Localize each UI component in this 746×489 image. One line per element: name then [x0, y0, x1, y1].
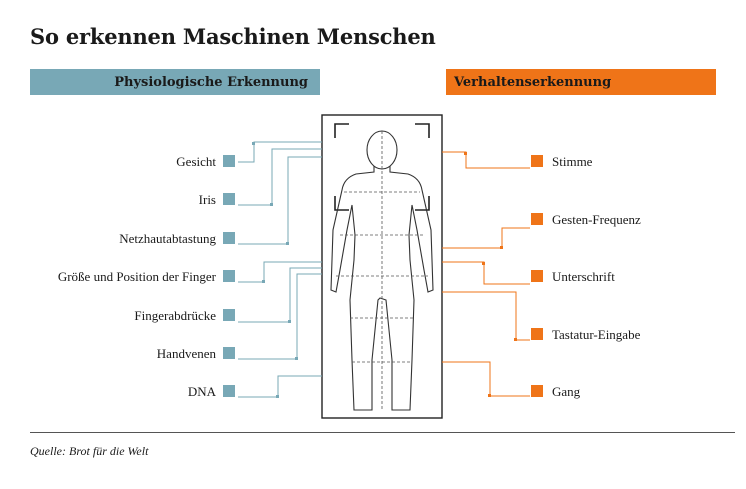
- footer-divider: [30, 432, 735, 433]
- measurement-grid: [336, 131, 428, 410]
- left-markers: [223, 155, 235, 397]
- marker-fingerabdruecke: [223, 309, 235, 321]
- label-fingerabdruecke: Fingerabdrücke: [134, 308, 216, 323]
- left-connector-dots: [252, 142, 298, 398]
- label-unterschrift: Unterschrift: [552, 269, 615, 284]
- marker-iris: [223, 193, 235, 205]
- left-connectors: [238, 141, 322, 398]
- right-connector-dots: [464, 152, 517, 397]
- label-netzhautabtastung: Netzhautabtastung: [119, 231, 216, 246]
- marker-netzhaut: [223, 232, 235, 244]
- label-gesicht: Gesicht: [176, 154, 216, 169]
- viewfinder-corners: [334, 123, 430, 211]
- right-connectors: [442, 151, 530, 397]
- marker-dna: [223, 385, 235, 397]
- marker-gang: [531, 385, 543, 397]
- marker-tastatur: [531, 328, 543, 340]
- source-note: Quelle: Brot für die Welt: [30, 444, 149, 458]
- scan-frame: [321, 114, 443, 419]
- right-markers: [531, 155, 543, 397]
- label-stimme: Stimme: [552, 154, 593, 169]
- behavioral-header-label: Verhaltenserkennung: [454, 74, 612, 90]
- physiological-header: Physiologische Erkennung: [30, 69, 320, 95]
- marker-finger: [223, 270, 235, 282]
- marker-unterschrift: [531, 270, 543, 282]
- label-handvenen: Handvenen: [156, 346, 216, 361]
- label-gesten-frequenz: Gesten-Frequenz: [552, 212, 641, 227]
- marker-handvenen: [223, 347, 235, 359]
- marker-gesicht: [223, 155, 235, 167]
- label-gang: Gang: [552, 384, 581, 399]
- label-finger-position: Größe und Position der Finger: [57, 269, 216, 284]
- marker-stimme: [531, 155, 543, 167]
- label-iris: Iris: [198, 192, 216, 207]
- label-dna: DNA: [187, 384, 216, 399]
- page-title: So erkennen Maschinen Menschen: [30, 24, 436, 49]
- label-tastatur-eingabe: Tastatur-Eingabe: [552, 327, 641, 342]
- physiological-header-label: Physiologische Erkennung: [114, 74, 308, 90]
- marker-gesten: [531, 213, 543, 225]
- behavioral-header: Verhaltenserkennung: [446, 69, 716, 95]
